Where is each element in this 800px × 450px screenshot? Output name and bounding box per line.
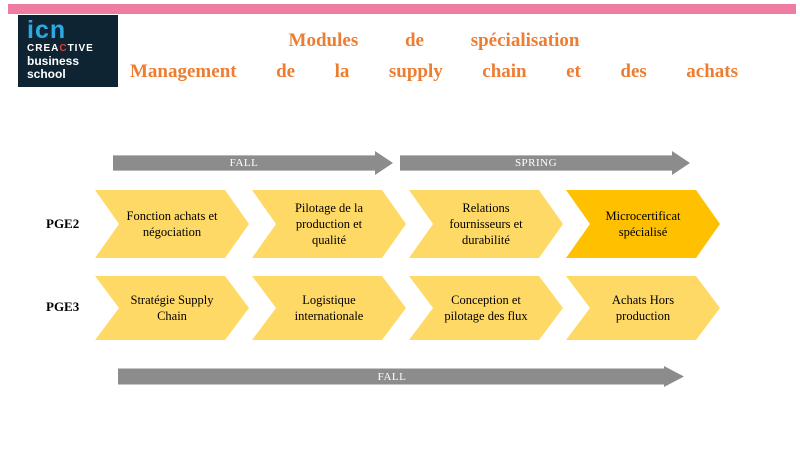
chevron-module-text: Pilotage de la production et qualité: [294, 200, 364, 248]
logo-business-text: business: [27, 54, 80, 68]
row-pge2-chevrons: Fonction achats et négociation Pilotage …: [95, 190, 720, 258]
row-pge3-chevrons: Stratégie Supply Chain Logistique intern…: [95, 276, 720, 340]
fall-bottom-arrow: FALL: [118, 366, 684, 387]
chevron-module: Relations fournisseurs et durabilité: [409, 190, 563, 258]
chevron-module-text: Achats Hors production: [611, 292, 675, 323]
row-label-pge2: PGE2: [46, 216, 80, 231]
spring-top-label: SPRING: [514, 157, 558, 169]
logo-icn-text: icn: [27, 16, 67, 44]
logo-brand-prefix: crea: [27, 43, 60, 54]
chevron-module-highlight: Microcertificat spécialisé: [566, 190, 720, 258]
chevron-module: Logistique internationale: [252, 276, 406, 340]
chevron-module-text: Relations fournisseurs et durabilité: [449, 200, 523, 248]
logo-school-text: school: [27, 67, 66, 81]
chevron-module: Fonction achats et négociation: [95, 190, 249, 258]
fall-bottom-label: FALL: [377, 370, 407, 383]
chevron-module-text: Logistique internationale: [294, 292, 364, 323]
logo-brand-suffix: tive: [67, 43, 94, 54]
chevron-module-text: Microcertificat spécialisé: [605, 208, 681, 239]
slide-title: Modules de spécialisation Management de …: [130, 30, 738, 83]
chevron-module-text: Fonction achats et négociation: [126, 208, 218, 239]
fall-top-arrow: FALL: [113, 151, 393, 175]
icn-logo: icn creactive business school: [18, 15, 118, 87]
spring-top-arrow: SPRING: [400, 151, 690, 175]
logo-brand-line: creactive: [27, 43, 118, 55]
fall-top-label: FALL: [229, 157, 259, 169]
chevron-module: Pilotage de la production et qualité: [252, 190, 406, 258]
top-accent-bar: [8, 4, 796, 14]
title-line2: Management de la supply chain et des ach…: [130, 61, 738, 82]
row-label-pge3: PGE3: [46, 299, 80, 314]
logo-brand-accent: c: [59, 43, 68, 54]
title-line1: Modules de spécialisation: [288, 30, 580, 51]
chevron-module-text: Stratégie Supply Chain: [130, 292, 214, 323]
chevron-module: Stratégie Supply Chain: [95, 276, 249, 340]
chevron-module-text: Conception et pilotage des flux: [444, 292, 528, 323]
chevron-module: Achats Hors production: [566, 276, 720, 340]
chevron-module: Conception et pilotage des flux: [409, 276, 563, 340]
